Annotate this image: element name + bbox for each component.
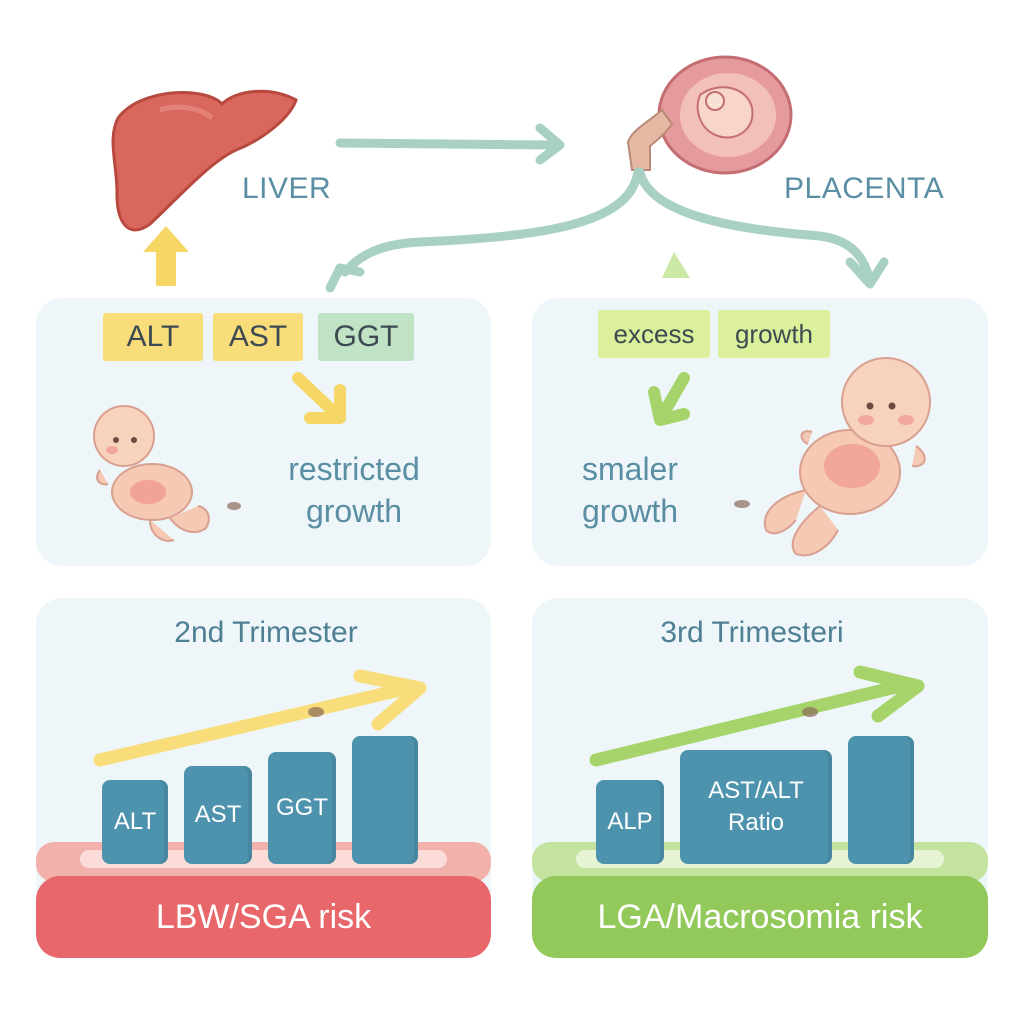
right-bar-unlabeled — [848, 736, 914, 864]
tag-alt: ALT — [103, 313, 203, 361]
large-baby-shadow — [734, 500, 750, 508]
left-bar-unlabeled — [352, 736, 418, 864]
yellow-up-arrow — [143, 226, 189, 286]
restricted-growth-text: restricted growth — [268, 448, 440, 532]
restricted-growth-line2: growth — [305, 493, 403, 529]
yellow-trend-arrow — [93, 669, 427, 767]
small-green-arrow — [662, 252, 690, 278]
large-baby-icon — [763, 357, 931, 557]
left-bar-ggt: GGT — [268, 752, 336, 864]
smaller-growth-line2: growth — [581, 493, 679, 529]
tag-ast: AST — [213, 313, 303, 361]
right-bar-alp: ALP — [596, 780, 664, 864]
placenta-branch-arrows — [325, 167, 889, 293]
smaller-growth-line1: smaler — [581, 451, 678, 487]
tag-excess: excess — [598, 310, 710, 358]
left-risk-banner: LBW/SGA risk — [36, 876, 491, 958]
green-trend-arrow — [589, 665, 925, 767]
left-bar-alt: ALT — [102, 780, 168, 864]
liver-label: LIVER — [242, 172, 332, 205]
ratio-label: Ratio — [727, 809, 785, 836]
tag-ggt: GGT — [318, 313, 414, 361]
tag-growth: growth — [718, 310, 830, 358]
ast-alt-label: AST/ALT — [708, 777, 804, 804]
placenta-icon — [626, 55, 793, 175]
left-chart-title: 2nd Trimester — [174, 616, 358, 649]
small-baby-shadow — [227, 502, 241, 510]
liver-icon — [111, 89, 298, 232]
restricted-growth-line1: restricted — [288, 451, 420, 487]
right-chart-title: 3rd Trimesteri — [660, 616, 844, 649]
right-bar-ast-alt-ratio: AST/ALT Ratio — [680, 750, 832, 864]
placenta-label: PLACENTA — [784, 172, 945, 205]
liver-to-placenta-arrow — [335, 123, 565, 165]
yellow-down-arrow — [292, 372, 346, 424]
right-risk-banner: LGA/Macrosomia risk — [532, 876, 988, 958]
smaller-growth-text: smaler growth — [560, 448, 700, 532]
small-baby-icon — [93, 405, 210, 542]
green-down-arrow — [648, 372, 690, 426]
left-bar-ast: AST — [184, 766, 252, 864]
